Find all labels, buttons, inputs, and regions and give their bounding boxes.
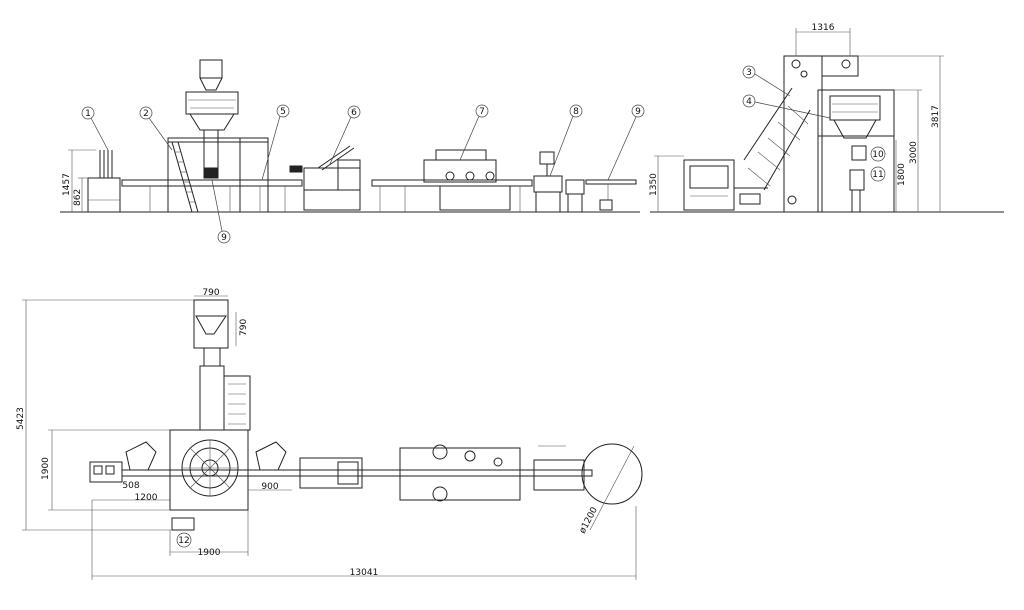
front-height-dimensions: 1457 862 (62, 149, 96, 212)
front-item-9-output-table (585, 179, 637, 211)
dim-13041: 13041 (350, 568, 379, 578)
callout-9-bottom: 9 (221, 233, 227, 243)
front-item-8-checkweigher (533, 151, 585, 212)
front-item-6-sealer (289, 145, 361, 211)
side-dimensions: 1316 3817 3000 1800 1350 (649, 23, 944, 212)
front-conveyor-5 (121, 179, 303, 212)
accumulation-turntable (581, 443, 643, 505)
dim-1200: 1200 (135, 493, 158, 503)
callout-2: 2 (143, 109, 149, 119)
dim-1457: 1457 (62, 173, 72, 196)
dim-508: 508 (122, 481, 139, 491)
front-item-2-platform-weigher (167, 59, 269, 213)
dim-1316: 1316 (812, 23, 835, 33)
callout-9-top: 9 (635, 107, 641, 117)
callout-12: 12 (178, 536, 189, 546)
callout-5: 5 (280, 107, 286, 117)
dim-862: 862 (73, 189, 83, 206)
dim-5423: 5423 (16, 407, 26, 430)
callout-3: 3 (746, 68, 752, 78)
callout-6: 6 (351, 108, 357, 118)
callout-8: 8 (573, 107, 579, 117)
plan-dimensions: 790 790 5423 1900 508 1200 900 1900 130 (16, 288, 637, 580)
dim-3817: 3817 (931, 105, 941, 128)
dim-1900-vertical: 1900 (41, 457, 51, 480)
side-elevation-view: 1316 3817 3000 1800 1350 3 4 10 11 (649, 23, 1004, 213)
dim-900: 900 (261, 482, 278, 492)
callout-4: 4 (746, 97, 752, 107)
callout-7: 7 (479, 107, 485, 117)
dim-1900-horizontal: 1900 (198, 548, 221, 558)
callout-11: 11 (872, 170, 883, 180)
dim-790-height: 790 (239, 319, 249, 336)
plan-view: 790 790 5423 1900 508 1200 900 1900 130 (16, 288, 643, 580)
dim-diameter-1200: ø1200 (578, 505, 600, 535)
front-item-7-labeler (371, 149, 533, 212)
front-callouts: 1 2 5 6 7 8 9 9 (81, 104, 645, 244)
callout-10: 10 (872, 150, 884, 160)
side-callouts: 3 4 10 11 (742, 65, 886, 182)
front-elevation-view: 1457 862 (60, 59, 645, 244)
dim-1800: 1800 (897, 163, 907, 186)
front-item-1-rack (87, 150, 121, 213)
dim-3000: 3000 (909, 141, 919, 164)
dim-790-width: 790 (202, 288, 219, 298)
dim-1350: 1350 (649, 173, 659, 196)
callout-1: 1 (85, 109, 91, 119)
